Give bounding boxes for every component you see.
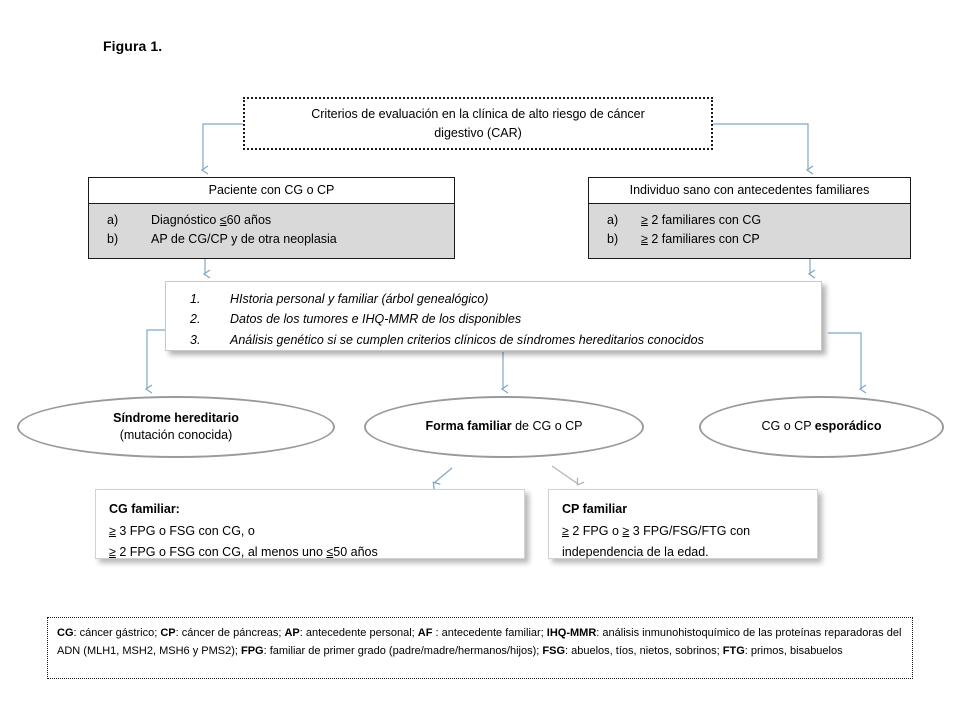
detail-cp-line-1: ≥ 2 FPG o ≥ 3 FPG/FSG/FTG con bbox=[562, 523, 751, 538]
criteria-box: Criterios de evaluación en la clínica de… bbox=[243, 97, 713, 150]
panel-healthy-title: Individuo sano con antecedentes familiar… bbox=[589, 178, 910, 204]
greater-or-equal-symbol: ≥ bbox=[641, 232, 648, 247]
detail-cp-familiar: CP familiar ≥ 2 FPG o ≥ 3 FPG/FSG/FTG co… bbox=[548, 489, 818, 559]
legend-abbr: FPG bbox=[240, 644, 264, 657]
list-text: Análisis genético si se cumplen criterio… bbox=[230, 332, 704, 347]
legend-definition: : cáncer de páncreas; bbox=[175, 627, 285, 639]
panel-healthy-body: a) ≥ 2 familiares con CG b) ≥ 2 familiar… bbox=[589, 204, 910, 258]
connector-criteria-to-healthy bbox=[713, 123, 814, 175]
legend-text: CG: cáncer gástrico; CP: cáncer de páncr… bbox=[57, 627, 901, 657]
list-marker: b) bbox=[107, 232, 119, 247]
outcome-hereditary-title: Síndrome hereditario bbox=[113, 410, 239, 425]
list-item: b) AP de CG/CP y de otra neoplasia bbox=[93, 230, 450, 249]
legend-definition: : abuelos, tíos, nietos, sobrinos; bbox=[565, 644, 723, 657]
legend-definition: : antecedente familiar; bbox=[432, 627, 547, 639]
detail-cg-line-2: ≥ 2 FPG o FSG con CG, al menos uno ≤50 a… bbox=[109, 545, 378, 559]
legend-abbr: IHQ-MMR bbox=[546, 627, 597, 639]
less-or-equal-symbol: ≤ bbox=[219, 213, 227, 227]
list-item: a) ≥ 2 familiares con CG bbox=[593, 211, 906, 230]
list-marker: a) bbox=[607, 213, 619, 227]
list-item: b) ≥ 2 familiares con CP bbox=[593, 230, 906, 249]
outcome-familial-title: Forma familiar bbox=[425, 419, 512, 434]
detail-cp-line-2: independencia de la edad. bbox=[562, 545, 709, 559]
list-text: ≥ 2 familiares con CP bbox=[641, 232, 760, 247]
list-text: HIstoria personal y familiar (árbol gene… bbox=[230, 292, 489, 306]
list-item: 1. HIstoria personal y familiar (árbol g… bbox=[172, 289, 815, 309]
detail-cg-title: CG familiar: bbox=[109, 502, 180, 516]
outcome-familial-suffix: de CG o CP bbox=[511, 419, 583, 434]
legend-abbr: CG bbox=[57, 627, 74, 639]
list-item: a) Diagnóstico ≤60 años bbox=[93, 211, 450, 230]
outcome-hereditary: Síndrome hereditario (mutación conocida) bbox=[17, 396, 335, 458]
list-marker: 1. bbox=[190, 292, 201, 306]
legend-definition: : primos, bisabuelos bbox=[744, 644, 843, 657]
list-text: Datos de los tumores e IHQ-MMR de los di… bbox=[230, 312, 522, 327]
panel-patient-title: Paciente con CG o CP bbox=[89, 178, 454, 204]
connector-workup-to-hereditary bbox=[144, 329, 165, 394]
list-text: Diagnóstico ≤60 años bbox=[151, 213, 272, 227]
list-marker: b) bbox=[607, 232, 619, 247]
outcome-familial: Forma familiar de CG o CP bbox=[364, 396, 644, 458]
greater-or-equal-symbol: ≥ bbox=[622, 523, 630, 538]
greater-or-equal-symbol: ≥ bbox=[562, 523, 569, 538]
outcome-sporadic-title: esporádico bbox=[814, 419, 882, 434]
legend-abbr: FSG bbox=[542, 644, 566, 657]
detail-cp-title: CP familiar bbox=[562, 502, 628, 516]
panel-patient: Paciente con CG o CP a) Diagnóstico ≤60 … bbox=[88, 177, 455, 259]
list-marker: 3. bbox=[190, 332, 201, 347]
legend-definition: : familiar de primer grado (padre/madre/… bbox=[263, 644, 543, 657]
legend-abbr: CP bbox=[160, 627, 176, 639]
workup-box: 1. HIstoria personal y familiar (árbol g… bbox=[165, 281, 822, 351]
criteria-line-2: digestivo (CAR) bbox=[434, 125, 522, 140]
legend-abbr: FTG bbox=[722, 644, 745, 657]
outcome-sporadic: CG o CP esporádico bbox=[699, 396, 944, 458]
greater-or-equal-symbol: ≥ bbox=[109, 545, 116, 559]
list-marker: a) bbox=[107, 213, 119, 227]
list-item: 3. Análisis genético si se cumplen crite… bbox=[172, 330, 815, 350]
list-marker: 2. bbox=[190, 312, 201, 327]
list-item: 2. Datos de los tumores e IHQ-MMR de los… bbox=[172, 309, 815, 329]
legend-definition: : análisis inmunohistoquímico de las pro… bbox=[57, 627, 902, 657]
page-title: Figura 1. bbox=[103, 38, 163, 54]
less-or-equal-symbol: ≤ bbox=[326, 545, 334, 559]
panel-healthy: Individuo sano con antecedentes familiar… bbox=[588, 177, 911, 259]
connector-familial-to-cp bbox=[551, 465, 585, 486]
connector-criteria-to-patient bbox=[200, 123, 243, 175]
greater-or-equal-symbol: ≥ bbox=[109, 523, 116, 538]
connector-familial-to-cg bbox=[432, 467, 453, 490]
panel-patient-body: a) Diagnóstico ≤60 años b) AP de CG/CP y… bbox=[89, 204, 454, 258]
criteria-line-1: Criterios de evaluación en la clínica de… bbox=[311, 107, 645, 122]
outcome-sporadic-prefix: CG o CP bbox=[761, 419, 815, 434]
list-text: AP de CG/CP y de otra neoplasia bbox=[151, 232, 337, 247]
legend-abbr: AP bbox=[284, 627, 300, 639]
detail-cg-line-1: ≥ 3 FPG o FSG con CG, o bbox=[109, 523, 255, 538]
legend-abbr: AF bbox=[417, 627, 433, 639]
legend-definition: : antecedente personal; bbox=[299, 627, 418, 639]
greater-or-equal-symbol: ≥ bbox=[641, 213, 648, 227]
list-text: ≥ 2 familiares con CG bbox=[641, 213, 762, 227]
legend-box: CG: cáncer gástrico; CP: cáncer de páncr… bbox=[47, 617, 913, 679]
connector-workup-to-sporadic bbox=[828, 332, 867, 394]
outcome-hereditary-subtitle: (mutación conocida) bbox=[119, 428, 233, 442]
legend-definition: : cáncer gástrico; bbox=[73, 627, 161, 639]
detail-cg-familiar: CG familiar: ≥ 3 FPG o FSG con CG, o ≥ 2… bbox=[95, 489, 525, 559]
